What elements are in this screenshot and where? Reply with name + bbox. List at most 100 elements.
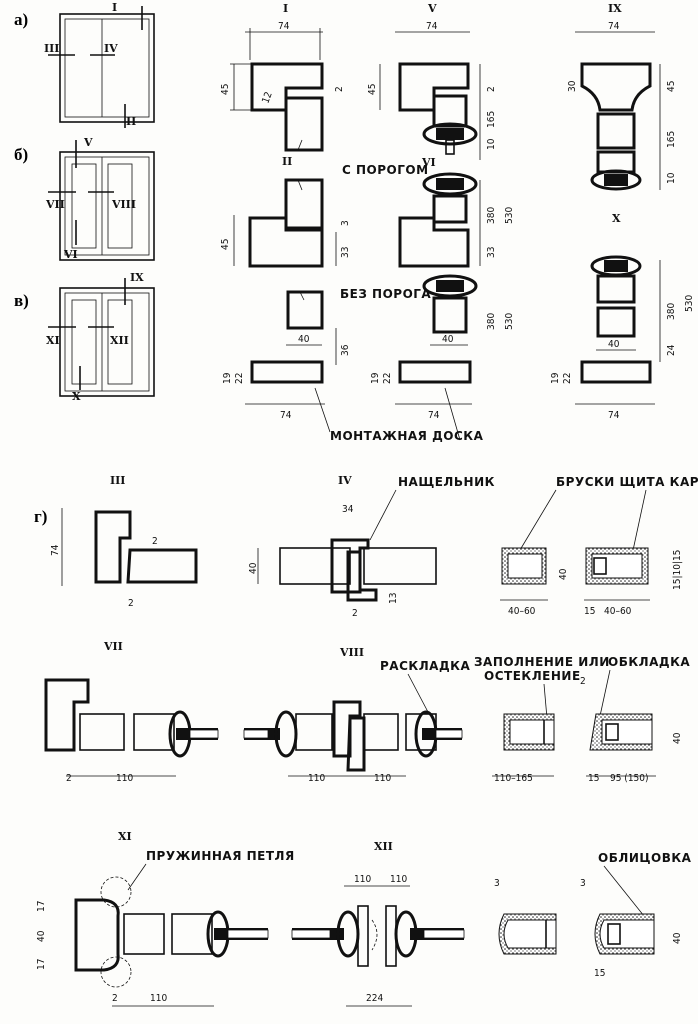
panel-label-b: б): [14, 145, 28, 164]
dim-XII-110b: 110: [390, 874, 407, 885]
dim-bruski2-15: 15: [584, 606, 595, 617]
dim-obkladka-95: 95 (150): [610, 773, 649, 784]
title-III: III: [110, 474, 125, 487]
section-mark-III: III: [44, 42, 59, 55]
section-mark-VIII: VIII: [111, 198, 136, 211]
dim-VII-110: 110: [116, 773, 133, 784]
section-mark-IV: IV: [104, 42, 118, 55]
dim-I-2: 2: [334, 86, 345, 92]
profile-bruski-1: [501, 547, 547, 585]
dim-IX-74: 74: [608, 21, 620, 32]
dim-oblitsovka1-3: 3: [494, 878, 500, 889]
dim-filling-110-165: 110–165: [494, 773, 533, 784]
profile-bruski-2: [585, 547, 649, 585]
dim-II-36: 36: [340, 344, 351, 356]
profile-XI: [74, 876, 269, 988]
dim-obkladka-40: 40: [672, 732, 683, 744]
dim-obkladka-2: 2: [580, 676, 586, 687]
dim-board3-22: 22: [562, 373, 573, 384]
dim-XI-17b: 17: [36, 959, 47, 970]
dim-VI-380b: 380: [486, 313, 497, 330]
dim-VI-33: 33: [486, 247, 497, 258]
profile-X: [590, 255, 642, 338]
section-mark-V: V: [83, 136, 93, 149]
title-II: II: [282, 155, 292, 168]
dim-board2-22: 22: [382, 373, 393, 384]
label-mounting-board: МОНТАЖНАЯ ДОСКА: [330, 429, 484, 443]
profile-VII: [44, 678, 219, 758]
dim-III-2a: 2: [152, 536, 158, 547]
title-XI: XI: [118, 830, 132, 843]
dim-oblitsovka2-15: 15: [594, 968, 605, 979]
title-IX: IX: [608, 2, 622, 15]
dim-IV-40: 40: [248, 562, 259, 574]
section-mark-XI: XI: [46, 334, 60, 347]
dim-XII-110a: 110: [354, 874, 371, 885]
label-filling-1: ЗАПОЛНЕНИЕ ИЛИ: [474, 655, 610, 669]
dim-II-40: 40: [298, 334, 310, 345]
section-mark-VI: VI: [63, 248, 78, 261]
profile-VI-no-threshold: [422, 274, 478, 334]
dim-IV-13: 13: [388, 593, 399, 604]
dim-VIII-110a: 110: [308, 773, 325, 784]
dim-board1-22: 22: [234, 373, 245, 384]
dim-II-3: 3: [340, 220, 351, 226]
profile-XII: [291, 905, 465, 967]
dim-V-74: 74: [426, 21, 438, 32]
dim-VII-2: 2: [66, 773, 72, 784]
dim-II-33: 33: [340, 247, 351, 258]
profile-IX: [580, 62, 652, 191]
dim-X-40: 40: [608, 339, 620, 350]
door-schematic-b: [48, 140, 155, 261]
section-mark-XII: XII: [110, 334, 129, 347]
profile-II-no-threshold: [286, 290, 324, 330]
title-IV: IV: [338, 474, 352, 487]
profile-IV: [279, 538, 437, 602]
label-bruski: БРУСКИ ЩИТА КАРКАСА: [556, 475, 698, 489]
profile-oblitsovka-2: [594, 913, 655, 955]
dim-bruski1-40: 40: [558, 568, 569, 580]
section-mark-IX: IX: [130, 271, 144, 284]
profile-oblitsovka-1: [498, 913, 557, 955]
door-schematic-a: [48, 6, 155, 128]
dim-oblitsovka2-40: 40: [672, 932, 683, 944]
dim-VI-530: 530: [504, 207, 515, 224]
label-nashchelnik: НАЩЕЛЬНИК: [398, 475, 495, 489]
dim-IV-34: 34: [342, 504, 354, 515]
dim-XI-40: 40: [36, 930, 47, 942]
dim-VIII-110b: 110: [374, 773, 391, 784]
dim-VI-530b: 530: [504, 313, 515, 330]
profile-II: [248, 178, 324, 268]
panel-label-g: г): [34, 507, 47, 526]
dim-II-45: 45: [220, 239, 231, 250]
dim-IX-30: 30: [567, 80, 578, 92]
dim-bruski2-15-10-15: 15|10|15: [672, 550, 683, 590]
section-mark-X: X: [72, 390, 81, 403]
dim-X-24: 24: [666, 344, 677, 356]
dim-III-2b: 2: [128, 598, 134, 609]
title-X: X: [612, 212, 621, 225]
profile-obkladka: [589, 713, 653, 751]
title-VII: VII: [103, 640, 123, 653]
dim-board1-19: 19: [222, 372, 233, 384]
profile-III: [94, 510, 198, 584]
profile-VIII: [243, 700, 463, 772]
title-VI: VI: [421, 156, 436, 169]
dim-XI-110: 110: [150, 993, 167, 1004]
dim-V-2: 2: [486, 86, 497, 92]
dim-I-74: 74: [278, 21, 290, 32]
dim-VI-40: 40: [442, 334, 454, 345]
panel-label-v: в): [14, 291, 29, 310]
dim-IX-45: 45: [666, 81, 677, 92]
section-mark-VII: VII: [45, 198, 65, 211]
label-oblitsovka: ОБЛИЦОВКА: [598, 851, 692, 865]
title-V: V: [427, 2, 437, 15]
label-raskladka: РАСКЛАДКА: [380, 659, 470, 673]
title-VIII: VIII: [339, 646, 364, 659]
dim-IV-2: 2: [352, 608, 358, 619]
profile-V: [398, 62, 478, 155]
label-spring-hinge: ПРУЖИННАЯ ПЕТЛЯ: [146, 849, 295, 863]
dim-V-10: 10: [486, 138, 497, 150]
